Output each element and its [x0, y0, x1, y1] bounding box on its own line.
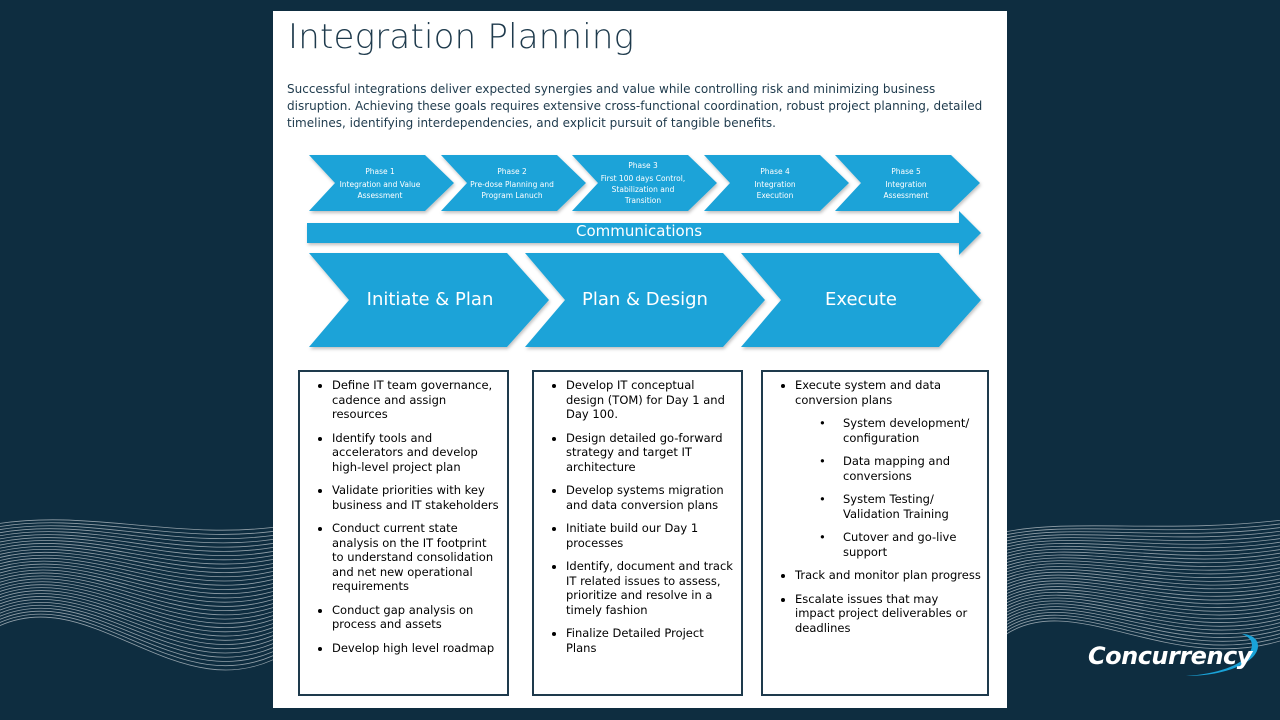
phase-3-chevron	[572, 155, 717, 211]
background-wave-line	[0, 540, 1280, 561]
list-item: Identify tools and accelerators and deve…	[332, 431, 501, 475]
background-wave-line	[0, 607, 1280, 658]
background-wave-line	[0, 584, 1280, 624]
process-diagram	[307, 155, 981, 347]
phase-4-chevron	[704, 155, 849, 211]
stage-design-label: Plan & Design	[582, 289, 708, 310]
background-wave-line	[0, 569, 1280, 603]
background-wave-line	[0, 560, 1280, 590]
stage-initiate-chevron	[309, 253, 549, 347]
sub-list-item: Cutover and go-live support	[819, 530, 981, 559]
plan-design-box: Develop IT conceptual design (TOM) for D…	[532, 370, 743, 696]
list-item: Execute system and data conversion plans	[795, 378, 981, 407]
list-item: Conduct current state analysis on the IT…	[332, 521, 501, 594]
background-wave-line	[0, 519, 1280, 534]
background-wave-line	[0, 537, 1280, 556]
background-wave-line	[0, 572, 1280, 607]
background-wave-line	[0, 549, 1280, 573]
list-item: Escalate issues that may impact project …	[795, 592, 981, 636]
background-wave-line	[0, 578, 1280, 616]
phase-1-chevron	[309, 155, 454, 211]
list-item: Develop systems migration and data conve…	[566, 483, 735, 512]
background-wave-line	[0, 575, 1280, 612]
concurrency-logo: Concurrency	[1086, 634, 1266, 680]
list-item: Develop IT conceptual design (TOM) for D…	[566, 378, 735, 422]
background-wave-line	[0, 554, 1280, 582]
background-wave-line	[0, 531, 1280, 548]
list-item: Finalize Detailed Project Plans	[566, 626, 735, 655]
background-wave-line	[0, 525, 1280, 540]
list-item: Validate priorities with key business an…	[332, 483, 501, 512]
initiate-plan-box: Define IT team governance, cadence and a…	[298, 370, 509, 696]
communications-label: Communications	[575, 222, 703, 240]
background-wave-line	[0, 604, 1280, 654]
logo-swoosh-icon	[1186, 634, 1258, 676]
list-item: Identify, document and track IT related …	[566, 559, 735, 617]
list-item: Define IT team governance, cadence and a…	[332, 378, 501, 422]
list-item: Design detailed go-forward strategy and …	[566, 431, 735, 475]
list-item: Conduct gap analysis on process and asse…	[332, 603, 501, 632]
background-wave-line	[0, 590, 1280, 633]
background-wave-line	[0, 557, 1280, 586]
intro-paragraph: Successful integrations deliver expected…	[287, 82, 983, 130]
background-wave-line	[0, 610, 1280, 662]
background-wave-line	[0, 596, 1280, 641]
phase-5-chevron	[835, 155, 980, 211]
background-wave-line	[0, 566, 1280, 599]
list-item: Develop high level roadmap	[332, 641, 501, 656]
stage-execute-label: Execute	[825, 289, 897, 310]
list-item: Initiate build our Day 1 processes	[566, 521, 735, 550]
background-wave-line	[0, 581, 1280, 620]
stage-design-chevron	[525, 253, 765, 347]
background-wave-line	[0, 602, 1280, 650]
page-title: Integration Planning	[288, 17, 635, 57]
background-wave-line	[0, 616, 1280, 671]
communications-arrow	[307, 211, 981, 255]
background-wave-line	[0, 563, 1280, 595]
phase-2-chevron	[441, 155, 586, 211]
sub-list-item: System development/ configuration	[819, 416, 981, 445]
background-wave-line	[0, 587, 1280, 629]
background-wave-line	[0, 552, 1280, 578]
stage-initiate-label: Initiate & Plan	[366, 289, 494, 310]
background-wave-line	[0, 593, 1280, 637]
sub-list-item: Data mapping and conversions	[819, 454, 981, 483]
background-wave-line	[0, 613, 1280, 667]
background-wave-line	[0, 599, 1280, 645]
execute-box: Execute system and data conversion plans…	[761, 370, 989, 696]
background-wave-line	[0, 543, 1280, 565]
background-wave-line	[0, 522, 1280, 537]
background-wave-line	[0, 546, 1280, 569]
stage-execute-chevron	[741, 253, 981, 347]
background-wave-line	[0, 534, 1280, 552]
sub-list-item: System Testing/ Validation Training	[819, 492, 981, 521]
list-item: Track and monitor plan progress	[795, 568, 981, 583]
slide: Integration Planning Successful integrat…	[273, 11, 1007, 708]
background-wave-line	[0, 528, 1280, 544]
